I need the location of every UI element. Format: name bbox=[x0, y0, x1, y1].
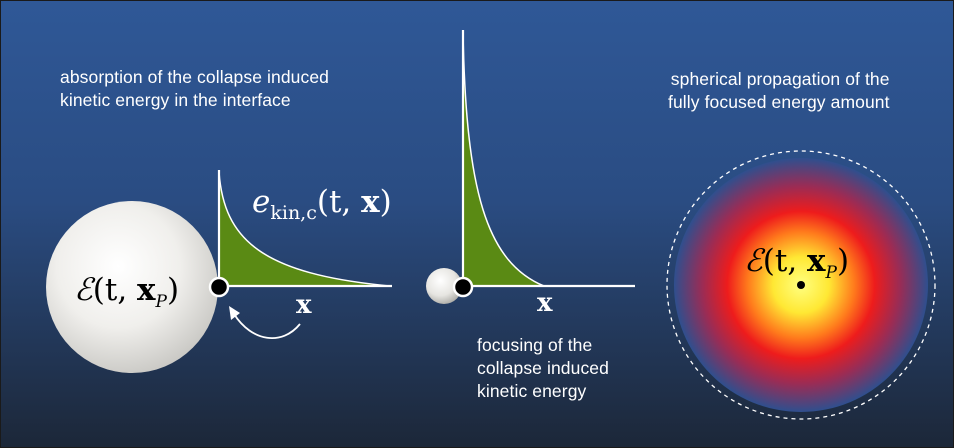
kinetic-energy-label: ekin,c(t, x) bbox=[252, 184, 392, 224]
focus-point bbox=[797, 281, 805, 289]
kinetic-energy-curve-fill bbox=[219, 172, 390, 286]
collapsing-bubble bbox=[46, 201, 218, 373]
kinetic-energy-curve bbox=[218, 171, 391, 287]
caption-focusing: focusing of the collapse induced kinetic… bbox=[477, 334, 609, 403]
kinetic-energy-plot-middle bbox=[461, 30, 635, 288]
caption-absorption-line-1: absorption of the collapse induced bbox=[60, 67, 330, 87]
caption-absorption: absorption of the collapse induced kinet… bbox=[60, 66, 329, 112]
x-axis-label-left: x bbox=[296, 290, 312, 320]
caption-absorption-line-2: kinetic energy in the interface bbox=[60, 90, 291, 110]
caption-propagation: spherical propagation of the fully focus… bbox=[668, 68, 890, 114]
caption-propagation-line-1: spherical propagation of the bbox=[670, 69, 890, 89]
caption-focusing-line-3: kinetic energy bbox=[477, 381, 587, 401]
energy-label-right: ℰ(t, xP) bbox=[744, 243, 849, 283]
absorption-arrow-head bbox=[229, 306, 240, 320]
caption-propagation-line-2: fully focused energy amount bbox=[668, 92, 890, 112]
focused-energy-curve-fill bbox=[463, 32, 544, 286]
caption-focusing-line-2: collapse induced bbox=[477, 358, 609, 378]
energy-label-left: ℰ(t, xP) bbox=[74, 272, 179, 312]
interface-point-middle bbox=[452, 276, 474, 298]
interface-point-left bbox=[208, 276, 230, 298]
focused-energy-curve bbox=[462, 31, 545, 287]
propagation-front-circle bbox=[666, 150, 936, 420]
caption-focusing-line-1: focusing of the bbox=[477, 335, 593, 355]
kinetic-energy-plot-left bbox=[217, 170, 392, 288]
collapsed-bubble bbox=[426, 268, 462, 304]
x-axis-label-middle: x bbox=[537, 288, 553, 318]
absorption-arrow bbox=[233, 313, 301, 339]
